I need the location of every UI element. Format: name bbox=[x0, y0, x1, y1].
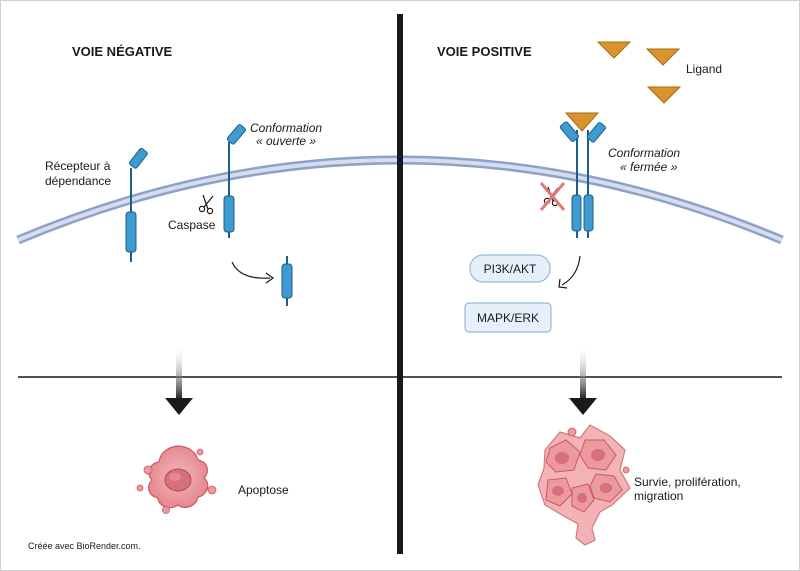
curved-arrow-icon bbox=[231, 261, 271, 279]
dimer-receptor-icon bbox=[559, 112, 606, 238]
receptor-label-line1: Récepteur à bbox=[45, 159, 111, 173]
closed-conformation-label-line2: « fermée » bbox=[620, 160, 678, 174]
pi3k-akt-box bbox=[469, 254, 551, 283]
apoptose-label: Apoptose bbox=[238, 483, 289, 497]
forbidden-scissors-icon bbox=[539, 182, 566, 211]
vertical-divider bbox=[397, 14, 403, 554]
ligand-icon bbox=[646, 86, 682, 104]
open-conformation-label-line1: Conformation bbox=[250, 121, 322, 135]
open-receptor-icon bbox=[223, 124, 246, 238]
left-title: VOIE NÉGATIVE bbox=[72, 44, 172, 59]
cleaved-fragment-icon bbox=[281, 256, 293, 306]
pi3k-akt-label: PI3K/AKT bbox=[484, 262, 537, 276]
down-arrow-stem bbox=[176, 344, 182, 400]
ligand-label: Ligand bbox=[686, 62, 722, 76]
credit-label: Créée avec BioRender.com. bbox=[28, 541, 141, 551]
caspase-label: Caspase bbox=[168, 218, 216, 232]
down-arrow-icon bbox=[569, 398, 597, 415]
receptor-icon bbox=[125, 147, 148, 262]
scissors-icon bbox=[198, 194, 214, 215]
outcome-label-line2: migration bbox=[634, 489, 683, 503]
curved-arrow-head bbox=[265, 272, 275, 284]
curved-arrow-icon bbox=[561, 255, 581, 286]
proliferating-cells-icon bbox=[537, 424, 631, 546]
receptor-label-line2: dépendance bbox=[45, 174, 111, 188]
mapk-erk-box bbox=[464, 302, 552, 333]
curved-arrow-head bbox=[558, 278, 568, 289]
right-title: VOIE POSITIVE bbox=[437, 44, 532, 59]
closed-conformation-label-line1: Conformation bbox=[608, 146, 680, 160]
outcome-label-line1: Survie, prolifération, bbox=[634, 475, 741, 489]
ligand-icon bbox=[645, 48, 681, 66]
open-conformation-label-line2: « ouverte » bbox=[256, 134, 316, 148]
down-arrow-icon bbox=[165, 398, 193, 415]
apoptotic-cell-icon bbox=[136, 445, 217, 514]
down-arrow-stem bbox=[580, 344, 586, 400]
mapk-erk-label: MAPK/ERK bbox=[477, 311, 539, 325]
ligand-icon bbox=[596, 41, 632, 59]
bound-ligand-icon bbox=[564, 112, 600, 132]
